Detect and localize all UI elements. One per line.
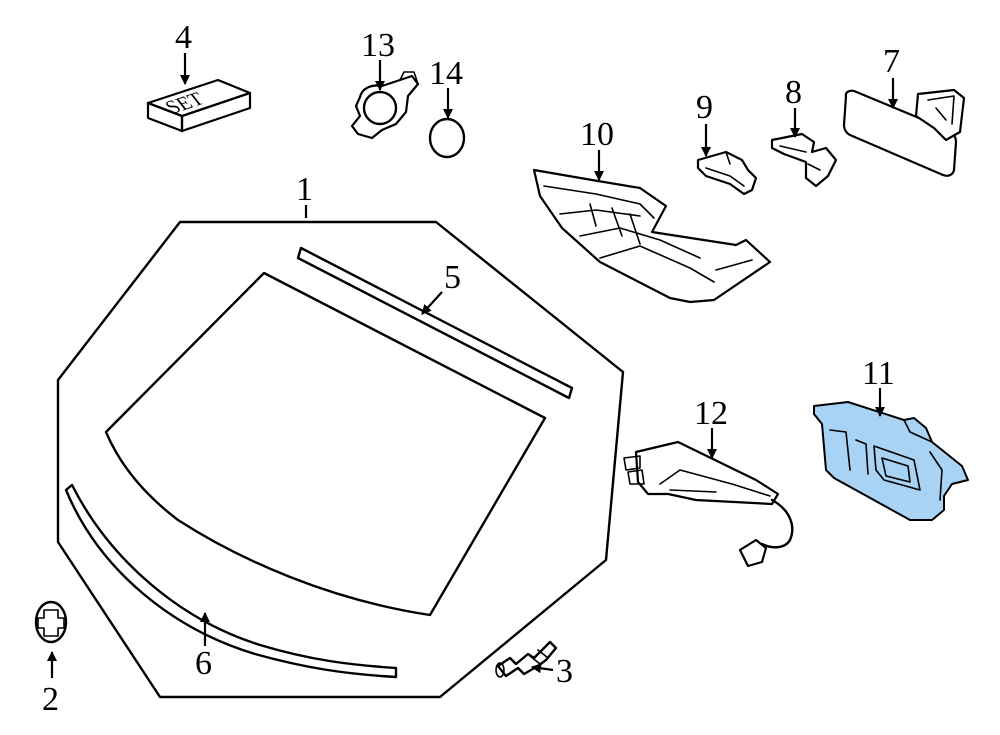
callout-6: 6 bbox=[195, 645, 212, 682]
callout-9: 9 bbox=[696, 89, 713, 126]
callout-8: 8 bbox=[785, 74, 802, 111]
small-bracket bbox=[696, 150, 758, 196]
callout-5: 5 bbox=[444, 259, 461, 296]
camera-module bbox=[813, 401, 969, 521]
callout-12: 12 bbox=[694, 395, 728, 432]
callout-labels: 1 2 3 4 5 6 7 8 9 10 11 12 13 14 bbox=[42, 19, 900, 718]
callout-11: 11 bbox=[862, 355, 895, 392]
callout-3: 3 bbox=[556, 653, 573, 690]
clip-bracket bbox=[770, 132, 838, 188]
callout-1: 1 bbox=[296, 171, 313, 208]
callout-arrows bbox=[47, 53, 898, 678]
kit-box: SET bbox=[146, 78, 252, 133]
windshield-glass bbox=[56, 220, 625, 699]
lower-moulding bbox=[64, 483, 398, 679]
callout-13: 13 bbox=[361, 27, 395, 64]
upper-moulding bbox=[296, 246, 574, 400]
callout-4: 4 bbox=[175, 19, 192, 56]
callout-2: 2 bbox=[42, 681, 59, 718]
rain-sensor bbox=[350, 71, 420, 140]
callout-14: 14 bbox=[429, 55, 463, 92]
wiring-harness bbox=[623, 440, 794, 568]
callout-7: 7 bbox=[883, 43, 900, 80]
stud bbox=[495, 640, 558, 678]
bracket-cover bbox=[532, 168, 772, 304]
clip bbox=[34, 600, 68, 644]
o-ring bbox=[428, 117, 466, 159]
callout-10: 10 bbox=[580, 116, 614, 153]
rearview-mirror bbox=[842, 88, 966, 177]
